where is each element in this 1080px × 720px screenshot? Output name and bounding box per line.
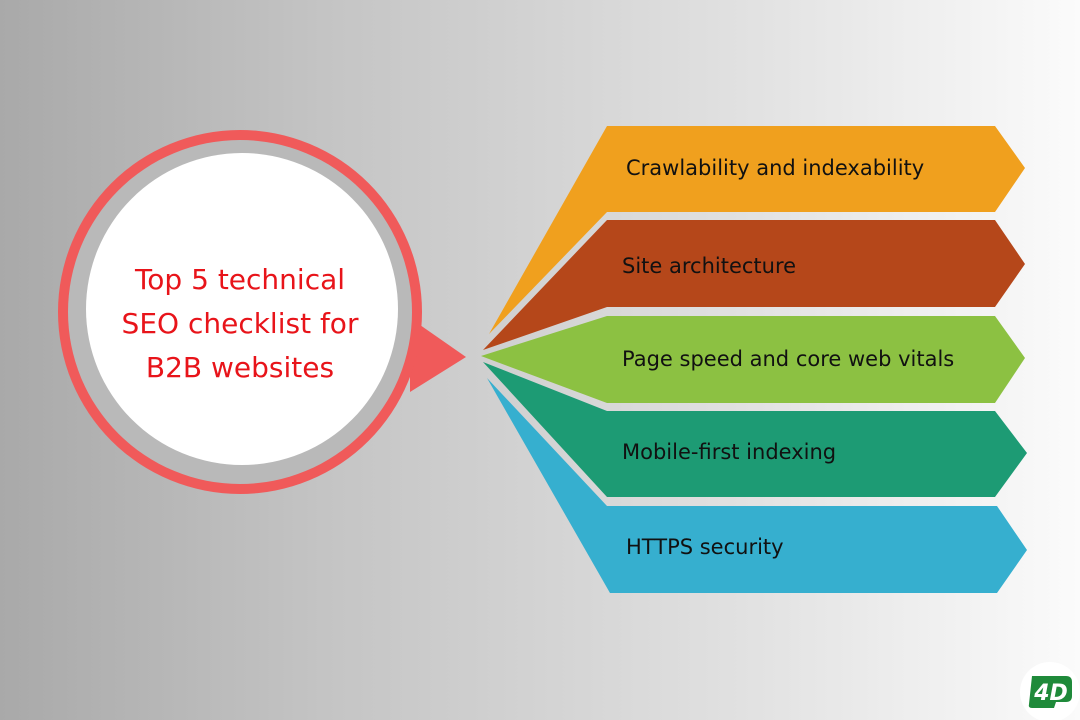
band-shape <box>483 220 1025 350</box>
band-shape <box>481 316 1025 403</box>
checklist-item-5: HTTPS security <box>487 378 1027 593</box>
band-label: HTTPS security <box>626 535 784 559</box>
band-label: Page speed and core web vitals <box>622 347 954 371</box>
title-line-2: SEO checklist for <box>122 307 359 340</box>
title-line-3: B2B websites <box>146 351 334 384</box>
band-label: Site architecture <box>622 254 796 278</box>
checklist-item-1: Crawlability and indexability <box>489 126 1025 334</box>
checklist-bands: Crawlability and indexability Site archi… <box>481 126 1027 593</box>
title-bubble: Top 5 technical SEO checklist for B2B we… <box>58 130 466 494</box>
band-label: Crawlability and indexability <box>626 156 924 180</box>
title-line-1: Top 5 technical <box>134 263 345 296</box>
band-label: Mobile-first indexing <box>622 440 836 464</box>
brand-logo-icon: 4D <box>1020 662 1080 720</box>
checklist-item-4: Mobile-first indexing <box>483 362 1027 497</box>
band-shape <box>487 378 1027 593</box>
checklist-item-3: Page speed and core web vitals <box>481 316 1025 403</box>
checklist-item-2: Site architecture <box>483 220 1025 350</box>
bubble-pointer <box>410 318 466 392</box>
logo-text: 4D <box>1033 681 1068 706</box>
band-shape <box>483 362 1027 497</box>
band-shape <box>489 126 1025 334</box>
bubble-inner <box>86 153 398 465</box>
